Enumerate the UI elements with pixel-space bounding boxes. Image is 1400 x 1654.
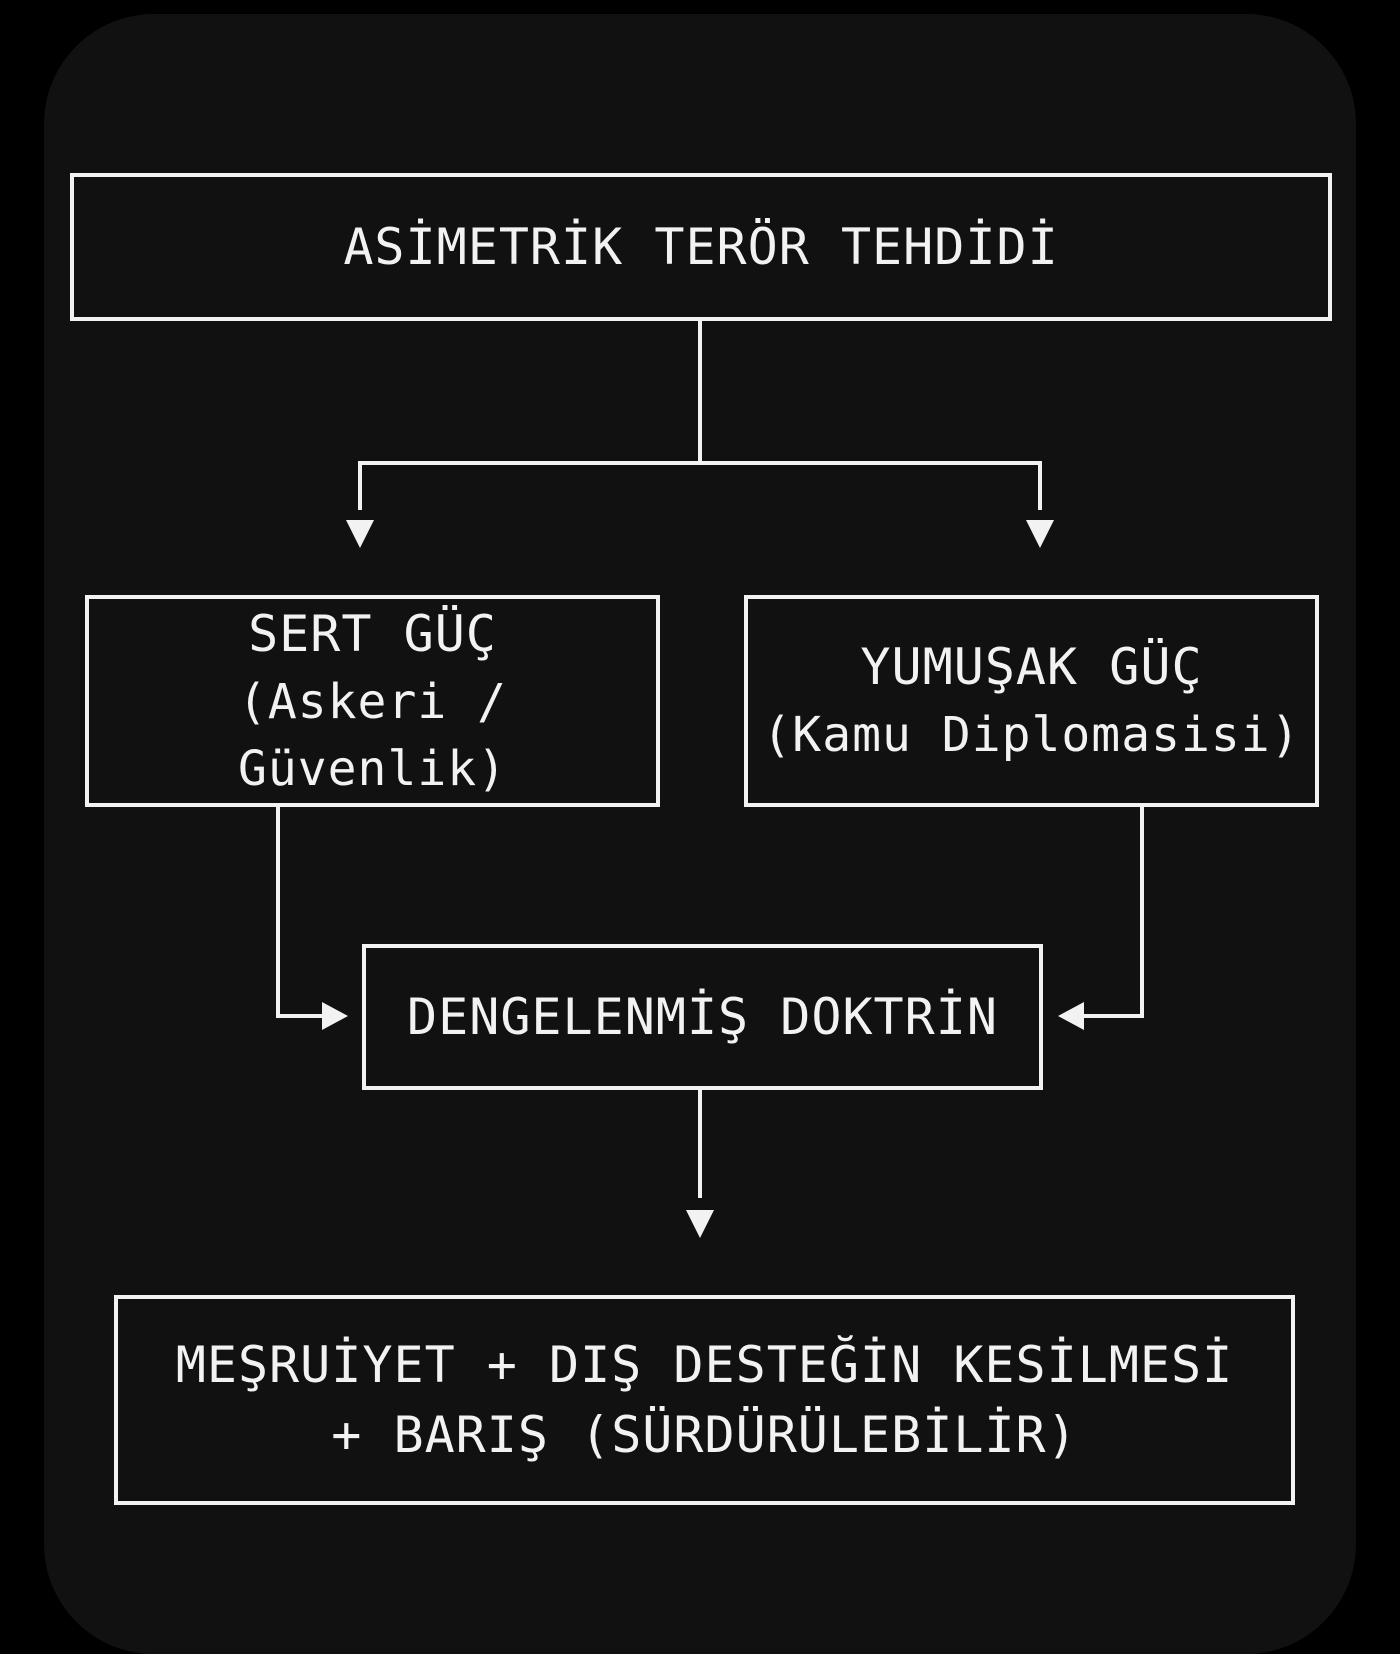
arrow-right-doctrine-icon — [322, 1002, 348, 1030]
threat-box: ASİMETRİK TERÖR TEHDİDİ — [70, 173, 1332, 321]
hard-power-title: SERT GÜÇ — [248, 604, 497, 663]
soft-to-doctrine-line — [1080, 807, 1144, 1018]
arrow-down-outcome-icon — [686, 1210, 714, 1238]
soft-power-subtitle: (Kamu Diplomasisi) — [762, 707, 1301, 764]
hard-to-doctrine-line — [276, 807, 325, 1018]
outcome-box: MEŞRUİYET + DIŞ DESTEĞİN KESİLMESİ + BAR… — [114, 1295, 1295, 1505]
doctrine-box: DENGELENMİŞ DOKTRİN — [362, 944, 1043, 1090]
outcome-line-2: + BARIŞ (SÜRDÜRÜLEBİLİR) — [331, 1406, 1078, 1464]
arrow-down-hard-icon — [346, 520, 374, 548]
soft-power-title: YUMUŞAK GÜÇ — [860, 638, 1203, 697]
outcome-line-1: MEŞRUİYET + DIŞ DESTEĞİN KESİLMESİ — [175, 1336, 1234, 1394]
soft-power-box: YUMUŞAK GÜÇ (Kamu Diplomasisi) — [744, 595, 1319, 807]
threat-label: ASİMETRİK TERÖR TEHDİDİ — [343, 218, 1059, 276]
diagram-background — [44, 14, 1356, 1654]
arrow-down-soft-icon — [1026, 520, 1054, 548]
hard-power-box: SERT GÜÇ (Askeri / Güvenlik) — [85, 595, 660, 807]
hard-power-subtitle: (Askeri / Güvenlik) — [237, 673, 508, 797]
doctrine-label: DENGELENMİŞ DOKTRİN — [407, 988, 998, 1046]
arrow-left-doctrine-icon — [1058, 1002, 1084, 1030]
